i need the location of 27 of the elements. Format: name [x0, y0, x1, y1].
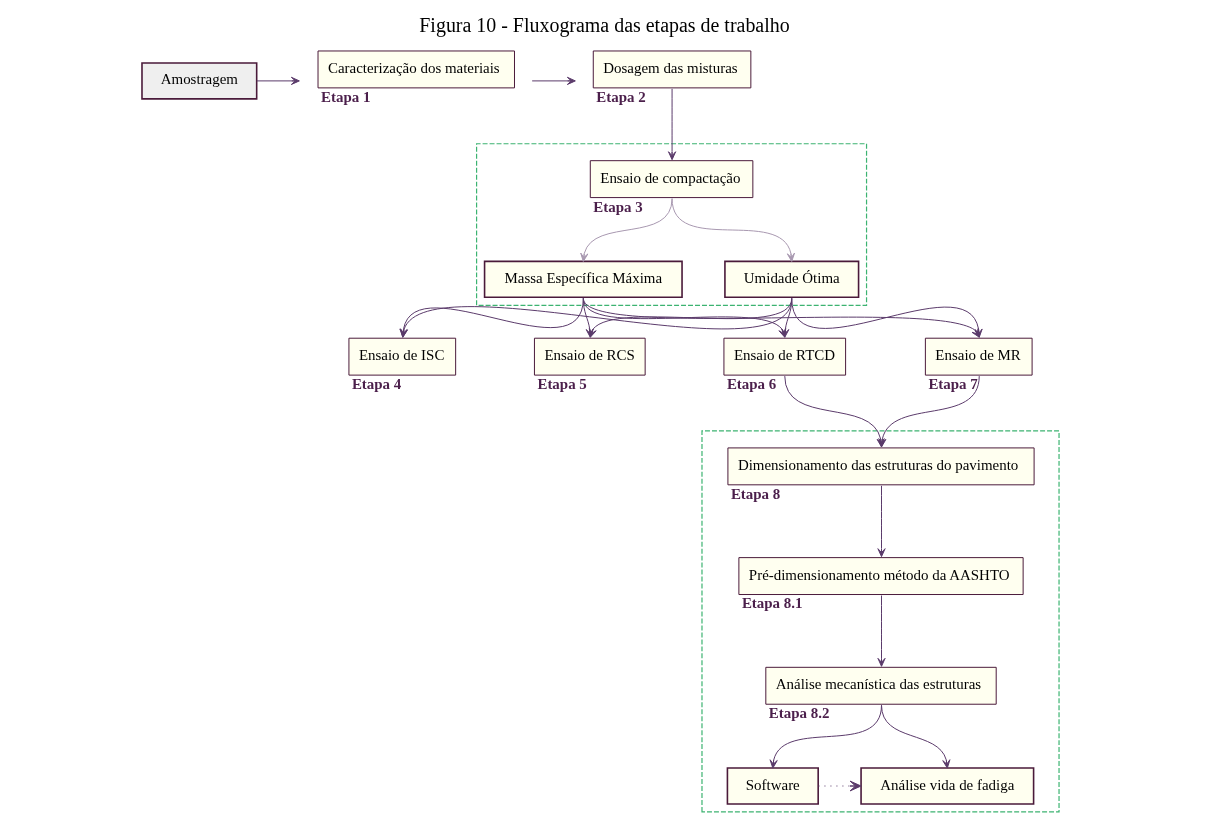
node-label: Etapa 7: [927, 376, 978, 393]
node-box: Análise vida de fadiga: [859, 767, 1034, 805]
arrow: [579, 198, 673, 262]
diagram-title: Figura 10 - Fluxograma das etapas de trabalho: [418, 14, 790, 37]
node-label: Etapa 6: [726, 376, 776, 393]
node-label: Etapa 1: [320, 88, 370, 105]
node-box: Umidade Ótima: [723, 260, 859, 299]
node-box: Massa Específica Máxima: [483, 260, 683, 299]
arrow: [876, 595, 886, 667]
cluster: [475, 143, 867, 306]
node-label: Etapa 8: [730, 485, 780, 502]
node-label: Etapa 2: [595, 88, 646, 105]
arrow: [667, 88, 676, 161]
node-box: Software: [726, 767, 819, 805]
node-label: Etapa 8.1: [741, 595, 802, 612]
node-box: Amostragem: [140, 62, 257, 100]
arrow: [531, 76, 576, 85]
arrow: [817, 780, 861, 792]
arrow: [255, 76, 300, 85]
node-label: Etapa 5: [536, 376, 587, 393]
node-label: Etapa 8.2: [768, 705, 829, 722]
cluster: [700, 430, 1060, 813]
arrow: [671, 198, 795, 262]
node-label: Etapa 4: [351, 376, 401, 393]
node-label: Etapa 3: [592, 198, 643, 215]
arrow: [876, 485, 886, 558]
arrow: [880, 704, 950, 769]
